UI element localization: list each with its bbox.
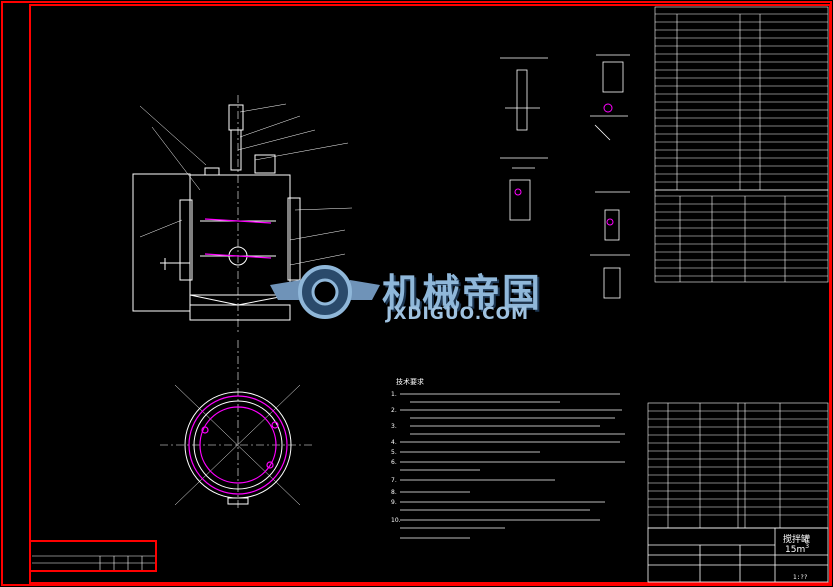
title-block	[647, 527, 829, 583]
requirement-number: 8.	[391, 489, 397, 496]
vessel-plan-view	[160, 340, 315, 510]
capacity-unit-exponent: 3	[805, 543, 810, 550]
vessel-plan-annotations	[188, 395, 288, 495]
watermark-emblem-icon	[270, 265, 380, 319]
requirement-number: 3.	[391, 423, 397, 430]
requirement-number: 6.	[391, 459, 397, 466]
vessel-agitator-blades	[204, 218, 272, 259]
detail-markers	[514, 103, 614, 226]
requirement-number: 7.	[391, 477, 397, 484]
requirement-number: 5.	[391, 449, 397, 456]
requirement-number: 2.	[391, 407, 397, 414]
requirement-number: 4.	[391, 439, 397, 446]
nozzle-table	[654, 189, 829, 283]
parts-list	[647, 402, 829, 529]
watermark-text-cn: 机械帝国	[382, 271, 543, 315]
leader-lines	[139, 103, 353, 266]
watermark-text-en: JXDIGUO.COM	[386, 304, 530, 324]
drawing-title: 搅拌罐	[783, 535, 811, 545]
requirement-number: 9.	[391, 499, 397, 506]
vessel-front-view	[132, 95, 301, 335]
detail-views	[500, 54, 630, 299]
drawing-scale: 1:??	[793, 574, 808, 581]
capacity-value: 15m	[785, 545, 806, 555]
technical-data-table	[654, 6, 829, 191]
revision-block-border	[29, 540, 157, 572]
requirements-text-lines	[400, 393, 625, 539]
requirement-number: 1.	[391, 391, 397, 398]
inner-border	[29, 4, 831, 584]
revision-block	[32, 555, 155, 570]
drawing-capacity: 15m3	[785, 543, 809, 555]
requirement-number: 10.	[391, 517, 401, 524]
technical-requirements-title: 技术要求	[396, 378, 424, 386]
